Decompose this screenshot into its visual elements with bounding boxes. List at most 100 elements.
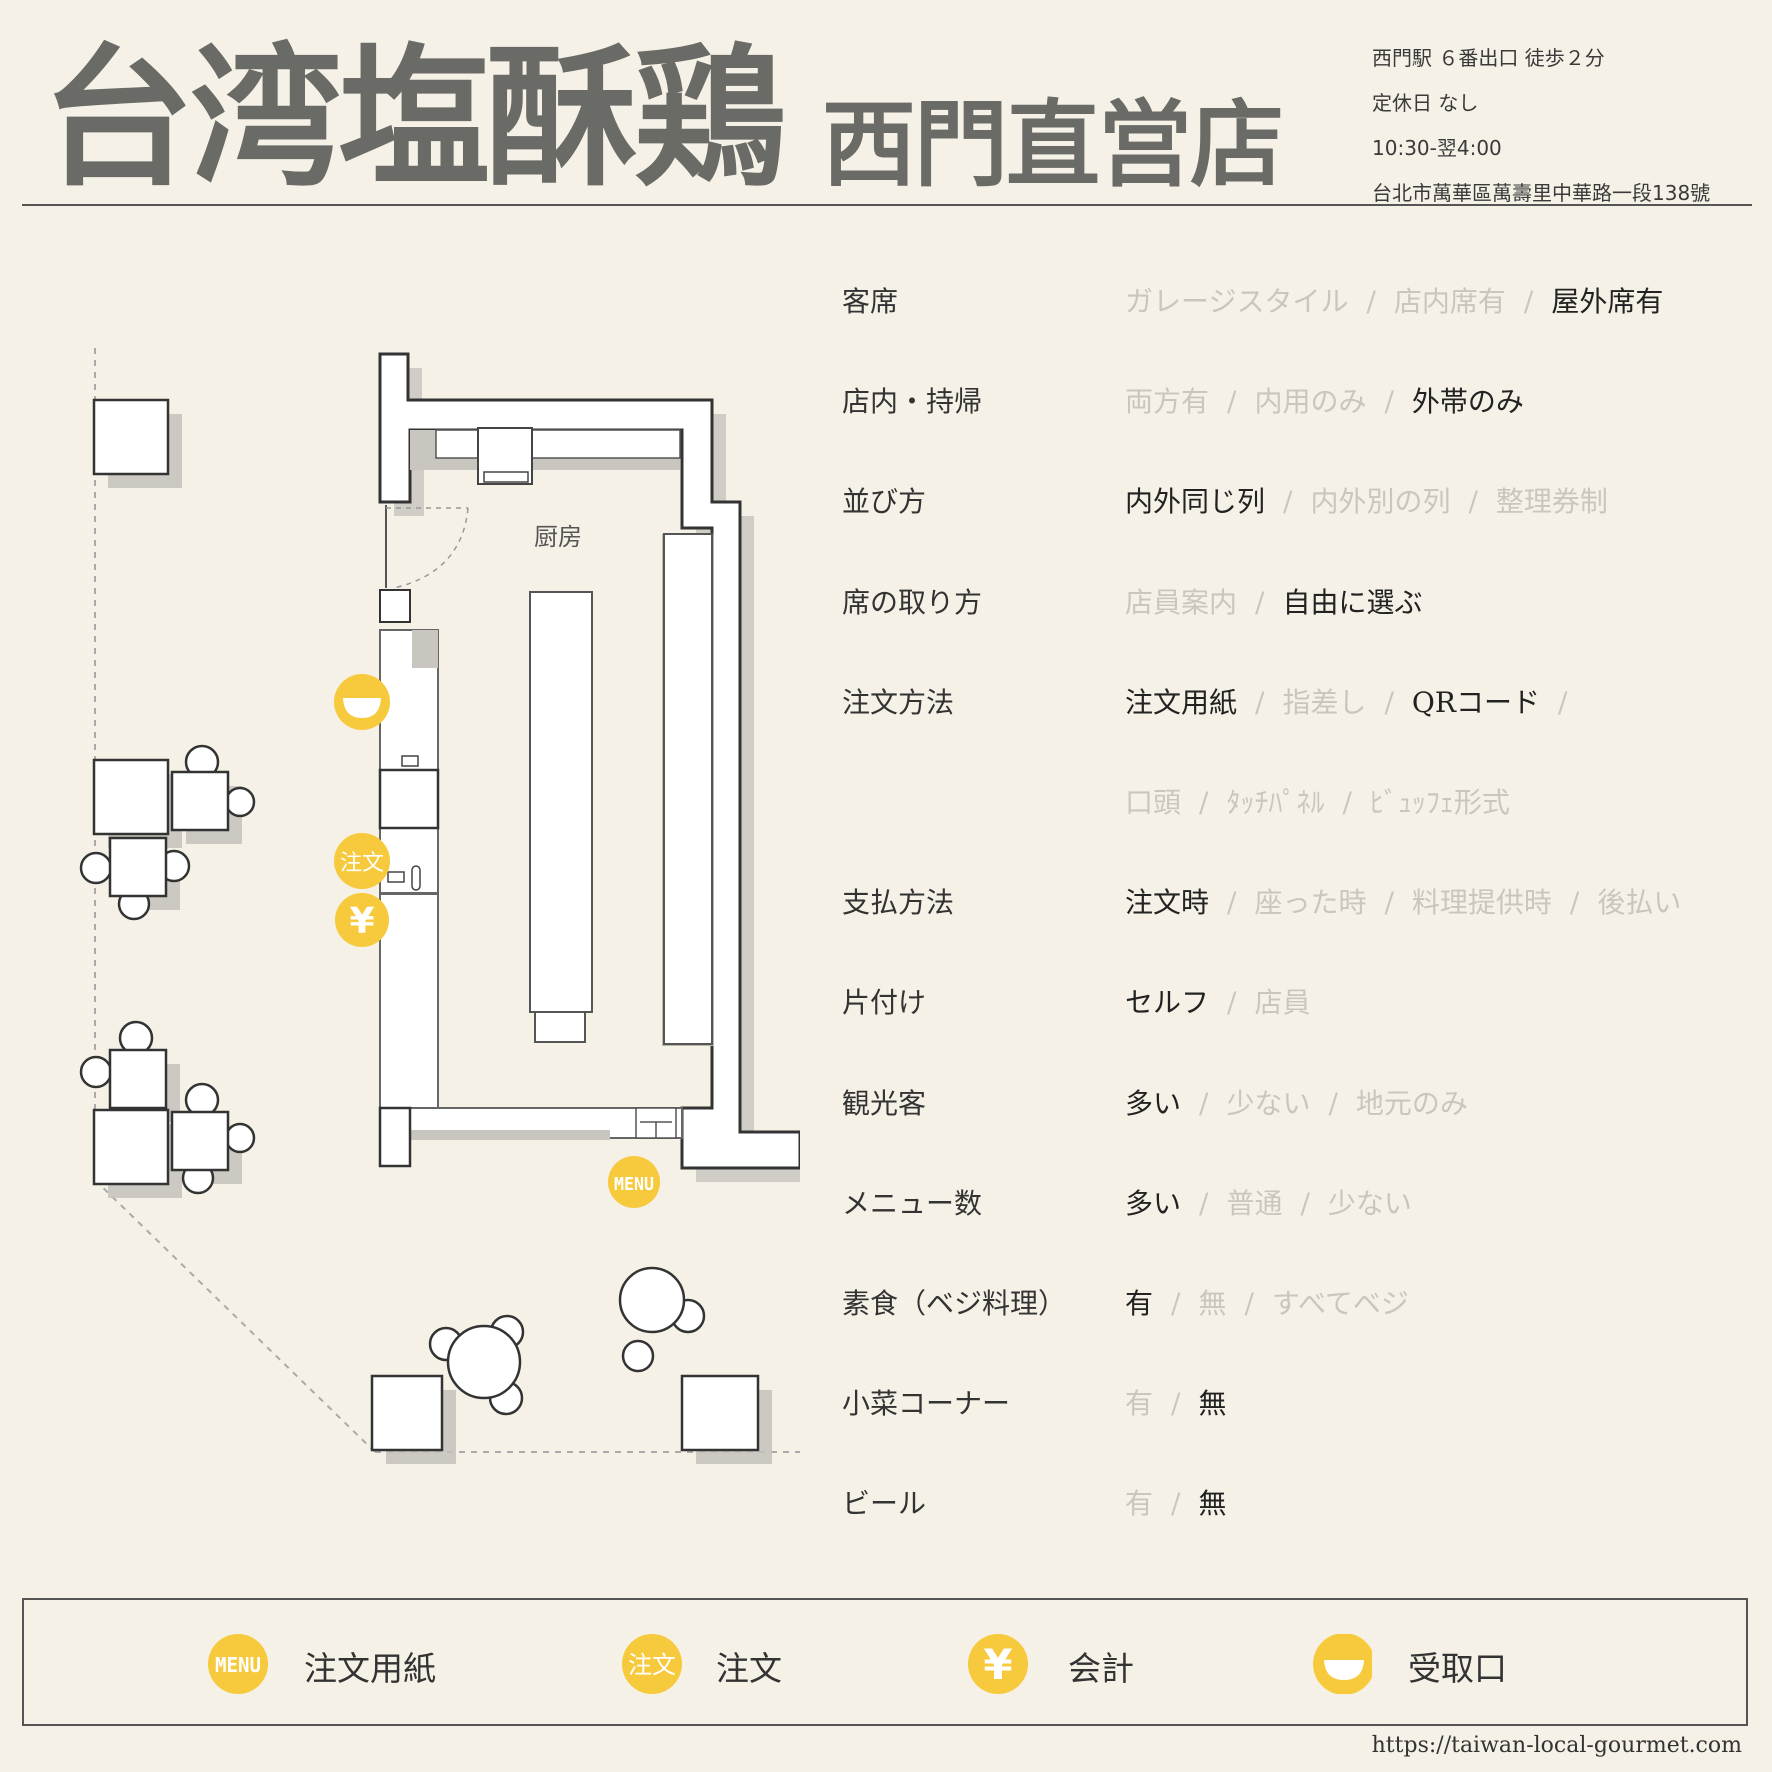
option-selected: 内外同じ列: [1125, 485, 1266, 519]
attribute-row: 片付け セルフ/店員: [842, 959, 1742, 1059]
option-unselected: 料理提供時: [1411, 886, 1552, 920]
menu-icon: MENU: [208, 1634, 268, 1694]
attribute-options: 店員案内/自由に選ぶ: [1125, 581, 1422, 621]
order-icon: 注文: [622, 1634, 682, 1694]
attribute-row: 素食（ベジ料理）有/無/すべてベジ: [842, 1260, 1742, 1360]
attribute-options: 有/無: [1125, 1382, 1226, 1422]
option-unselected: 店内席有: [1393, 285, 1506, 318]
header-divider: [22, 204, 1752, 206]
shop-info: 西門駅 ６番出口 徒歩２分 定休日 なし 10:30-翌4:00 台北市萬華區萬…: [1372, 36, 1710, 216]
attribute-options: 口頭 / ﾀｯﾁﾊﾟﾈﾙ / ﾋﾞｭｯﾌｪ形式: [1125, 781, 1510, 821]
outdoor-boundary: [94, 348, 800, 1453]
pickup-marker: [334, 674, 390, 730]
attribute-label: 片付け: [842, 986, 927, 1020]
legend-label: 注文用紙: [304, 1649, 436, 1688]
front-counter: [378, 589, 440, 1111]
attribute-options: 両方有/内用のみ/外帯のみ: [1125, 380, 1524, 420]
attribute-options: 多い/普通/少ない: [1125, 1182, 1412, 1222]
attribute-label: 観光客: [842, 1086, 927, 1120]
attribute-table: 客席ガレージスタイル/店内席有/屋外席有店内・持帰両方有/内用のみ/外帯のみ並び…: [842, 258, 1742, 1560]
attribute-options: 多い/少ない/地元のみ: [1125, 1082, 1468, 1122]
attribute-row: 支払方法注文時/座った時/料理提供時/後払い: [842, 859, 1742, 959]
entrance-door: [385, 505, 469, 589]
header: 台湾塩酥鶏 西門直営店 西門駅 ６番出口 徒歩２分 定休日 なし 10:30-翌…: [0, 0, 1772, 215]
attribute-row: 口頭 / ﾀｯﾁﾊﾟﾈﾙ / ﾋﾞｭｯﾌｪ形式: [842, 759, 1742, 859]
top-counter: [410, 427, 681, 485]
attribute-row: 客席ガレージスタイル/店内席有/屋外席有: [842, 258, 1742, 358]
separator: /: [1227, 886, 1237, 920]
access-text: 西門駅 ６番出口 徒歩２分: [1372, 46, 1605, 70]
shop-subtitle: 西門直営店: [822, 90, 1284, 200]
option-unselected: ガレージスタイル: [1125, 285, 1349, 318]
option-selected: 注文用紙: [1125, 685, 1238, 719]
attribute-row: 席の取り方 店員案内/自由に選ぶ: [842, 559, 1742, 659]
attribute-label: ビール: [842, 1487, 927, 1521]
attribute-label: メニュー数: [842, 1186, 983, 1220]
attribute-row: メニュー数多い/普通/少ない: [842, 1160, 1742, 1260]
option-unselected: 地元のみ: [1355, 1086, 1468, 1120]
menu-badge-text: MENU: [614, 1174, 654, 1195]
option-unselected: 内外別の列: [1310, 485, 1451, 519]
attribute-label: 小菜コーナー: [842, 1387, 1011, 1421]
center-counter: [529, 591, 593, 1043]
attribute-row: 注文方法注文用紙/指差し/QRコード/: [842, 659, 1742, 759]
separator: /: [1342, 785, 1352, 819]
option-selected: 自由に選ぶ: [1282, 585, 1423, 619]
separator: /: [1199, 1086, 1209, 1120]
floor-plan: 厨房: [0, 300, 800, 1500]
separator: /: [1384, 385, 1394, 419]
svg-text:MENU: MENU: [215, 1653, 261, 1677]
option-selected: 無: [1198, 1387, 1227, 1421]
option-selected: 注文時: [1125, 886, 1210, 920]
separator: /: [1366, 285, 1376, 318]
pay-badge-text: ¥: [349, 901, 374, 942]
option-unselected: 普通: [1226, 1186, 1283, 1220]
option-unselected: 無: [1198, 1286, 1227, 1320]
option-unselected: 少ない: [1327, 1186, 1412, 1220]
option-selected: 有: [1125, 1286, 1154, 1320]
attribute-row: ビール有/無: [842, 1460, 1742, 1560]
option-unselected: 両方有: [1125, 385, 1210, 419]
menu-marker: MENU: [608, 1156, 660, 1208]
legend-label: 会計: [1068, 1649, 1134, 1688]
attribute-label: 素食（ベジ料理）: [842, 1286, 1067, 1320]
separator: /: [1171, 1286, 1181, 1320]
shop-title: 台湾塩酥鶏: [42, 28, 786, 207]
separator: /: [1244, 1286, 1254, 1320]
separator: /: [1199, 785, 1209, 819]
option-unselected: 内用のみ: [1254, 385, 1367, 419]
bottom-counter: [378, 1106, 683, 1168]
order-badge-text: 注文: [340, 851, 384, 876]
attribute-label: 席の取り方: [842, 585, 983, 619]
option-unselected: ﾋﾞｭｯﾌｪ形式: [1369, 785, 1510, 819]
separator: /: [1557, 685, 1568, 719]
address-text: 台北市萬華區萬壽里中華路一段138號: [1372, 181, 1711, 205]
option-selected: 無: [1198, 1487, 1227, 1521]
separator: /: [1569, 886, 1580, 920]
option-unselected: 店員: [1254, 986, 1311, 1020]
attribute-row: 観光客多い/少ない/地元のみ: [842, 1060, 1742, 1160]
outdoor-tables: [79, 398, 760, 1452]
site-url: https://taiwan-local-gourmet.com: [1371, 1733, 1742, 1758]
option-unselected: 口頭: [1125, 785, 1182, 819]
legend-label: 受取口: [1408, 1649, 1507, 1688]
attribute-options: 有/無/すべてベジ: [1125, 1282, 1409, 1322]
separator: /: [1199, 1186, 1209, 1220]
payment-marker: ¥: [335, 893, 389, 947]
attribute-row: 小菜コーナー 有/無: [842, 1360, 1742, 1460]
option-unselected: ﾀｯﾁﾊﾟﾈﾙ: [1226, 785, 1325, 819]
option-selected: 屋外席有: [1551, 285, 1664, 318]
separator: /: [1523, 285, 1534, 318]
option-unselected: 有: [1125, 1487, 1154, 1521]
attribute-label: 並び方: [842, 485, 927, 519]
holiday-text: 定休日 なし: [1372, 91, 1479, 115]
separator: /: [1384, 886, 1394, 920]
attribute-row: 店内・持帰両方有/内用のみ/外帯のみ: [842, 358, 1742, 458]
option-selected: セルフ: [1125, 986, 1210, 1020]
option-selected: 外帯のみ: [1411, 385, 1524, 419]
attribute-options: セルフ/店員: [1125, 981, 1310, 1021]
separator: /: [1283, 485, 1293, 519]
yen-icon: ¥: [968, 1634, 1028, 1694]
kitchen-label: 厨房: [534, 523, 582, 551]
option-selected: 多い: [1125, 1186, 1182, 1220]
